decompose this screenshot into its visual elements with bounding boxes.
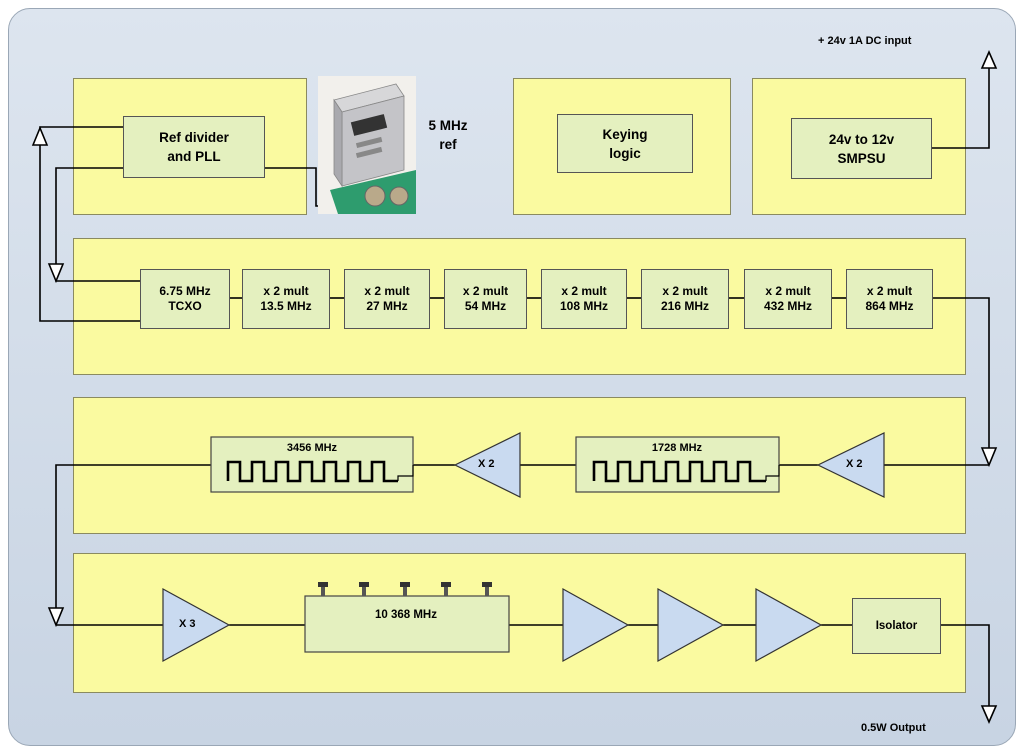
ref-5mhz-label: 5 MHz ref <box>428 118 468 152</box>
mult-27-block: x 2 mult 27 MHz <box>344 269 430 329</box>
mult-432-block: x 2 mult 432 MHz <box>744 269 832 329</box>
mult-216-block: x 2 mult 216 MHz <box>641 269 729 329</box>
output-label: 0.5W Output <box>861 722 926 734</box>
arrow-up-ref-icon <box>31 125 49 146</box>
filter-1728-label: 1728 MHz <box>651 442 703 454</box>
filter-10368-box <box>304 595 510 653</box>
keying-logic-block: Keying logic <box>557 114 693 173</box>
arrow-down-rf-out-icon <box>980 705 998 724</box>
ocxo-photo-image <box>318 76 416 214</box>
filter-3456-label: 3456 MHz <box>286 442 338 454</box>
tuning-screws-icon <box>318 582 492 596</box>
filter-10368-label: 10 368 MHz <box>374 609 437 621</box>
tcxo-block: 6.75 MHz TCXO <box>140 269 230 329</box>
arrow-down-ref-icon <box>47 263 65 284</box>
amplifier-1-triangle <box>562 587 630 663</box>
x2-multiplier-b-triangle <box>816 432 885 498</box>
dc-input-label: + 24v 1A DC input <box>818 35 912 47</box>
amplifier-3-triangle <box>755 587 823 663</box>
x2-multiplier-a-triangle <box>453 432 521 498</box>
x3-multiplier-label: X 3 <box>179 618 196 630</box>
interdigital-filter-3456-icon <box>226 460 398 483</box>
ref-divider-pll-block: Ref divider and PLL <box>123 116 265 178</box>
arrow-down-output-row-icon <box>47 607 65 628</box>
x2-multiplier-b-label: X 2 <box>846 458 863 470</box>
arrow-up-dc-icon <box>980 50 998 69</box>
mult-864-block: x 2 mult 864 MHz <box>846 269 933 329</box>
mult-13-5-block: x 2 mult 13.5 MHz <box>242 269 330 329</box>
mult-108-block: x 2 mult 108 MHz <box>541 269 627 329</box>
smpsu-block: 24v to 12v SMPSU <box>791 118 932 179</box>
isolator-block: Isolator <box>852 598 941 654</box>
interdigital-filter-1728-icon <box>592 460 766 483</box>
amplifier-2-triangle <box>657 587 725 663</box>
x3-multiplier-triangle <box>162 587 231 663</box>
arrow-down-chain-icon <box>980 447 998 468</box>
x2-multiplier-a-label: X 2 <box>478 458 495 470</box>
mult-54-block: x 2 mult 54 MHz <box>444 269 527 329</box>
